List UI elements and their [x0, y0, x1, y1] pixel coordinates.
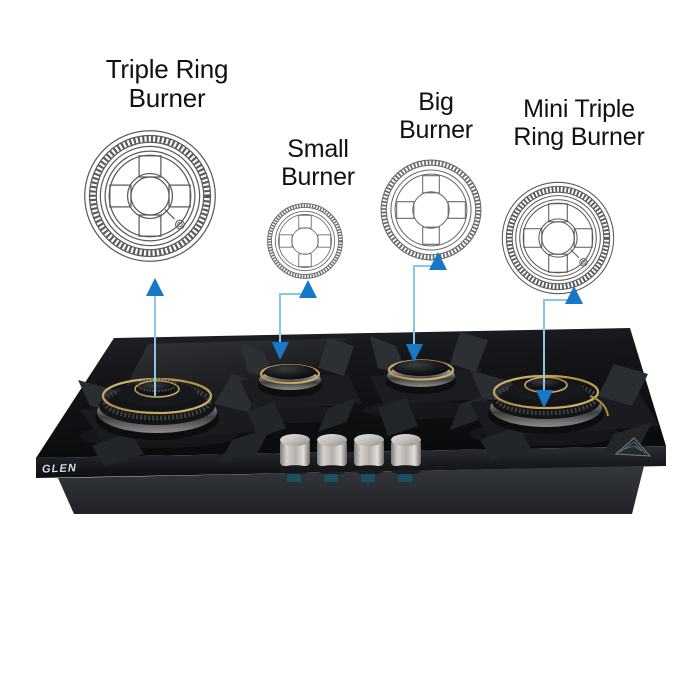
knob-1[interactable]	[280, 434, 310, 482]
connector-triple-ring-burner	[139, 278, 171, 400]
label-small-burner: Small Burner	[281, 135, 355, 191]
diagram-triple-ring-burner	[82, 128, 218, 264]
cooktop-burner-small[interactable]	[240, 338, 362, 438]
connector-small-burner	[272, 278, 322, 360]
knob-row[interactable]	[280, 434, 421, 482]
triangle-hob-emblem	[614, 437, 652, 457]
cooktop-burner-mini-triple[interactable]	[470, 364, 660, 460]
label-mini-triple-ring-burner: Mini Triple Ring Burner	[513, 95, 645, 151]
label-triple-ring-burner: Triple Ring Burner	[105, 54, 229, 114]
diagram-small-burner	[266, 202, 344, 280]
cooktop-burner-triple-ring[interactable]	[78, 374, 280, 466]
cooktop-product-image: GLEN	[18, 318, 682, 518]
connector-mini-triple-ring-burner	[534, 282, 588, 408]
brand-logo: GLEN	[41, 462, 78, 476]
connector-big-burner	[404, 250, 450, 362]
label-big-burner: Big Burner	[399, 88, 473, 144]
knob-3[interactable]	[354, 434, 384, 482]
knob-2[interactable]	[317, 434, 347, 482]
diagram-big-burner	[379, 158, 483, 262]
diagram-mini-triple-ring-burner	[500, 180, 616, 296]
knob-4[interactable]	[391, 434, 421, 482]
cooktop-burner-big[interactable]	[370, 332, 494, 436]
